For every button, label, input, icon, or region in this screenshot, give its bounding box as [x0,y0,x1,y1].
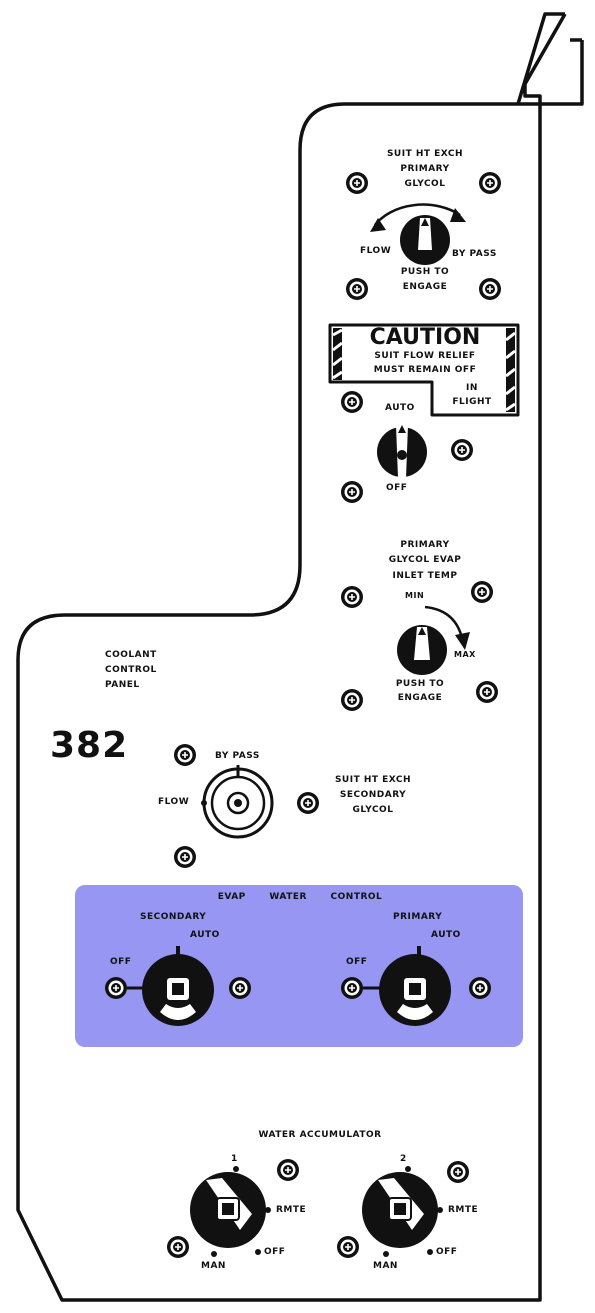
water-accumulator-2-off-label: OFF [436,1247,458,1257]
evap-primary-auto-label: AUTO [431,930,461,940]
caution-line-1: SUIT FLOW RELIEF [374,351,476,361]
evap-primary-knob [363,946,451,1026]
primary-glycol-evap-min-label: MIN [405,591,425,600]
evap-secondary-name: SECONDARY [140,912,207,922]
suit-ht-exch-secondary-flow-label: FLOW [158,797,190,807]
screw [228,976,252,1000]
suit-flow-relief-knob [377,425,427,478]
primary-glycol-evap-max-label: MAX [454,650,476,659]
screw [450,438,474,462]
water-accumulator-2-man-label: MAN [373,1261,398,1271]
evap-secondary-off-label: OFF [110,957,132,967]
screw [475,680,499,704]
panel-number: 382 [50,725,129,766]
suit-ht-exch-secondary-knob [201,765,274,839]
caution-placard [328,323,520,417]
screw [468,976,492,1000]
water-accumulator-1-rmte-label: RMTE [276,1205,307,1215]
panel-title-line-3: PANEL [105,680,140,690]
water-accumulator-knob-2 [362,1166,443,1257]
screw [336,1235,360,1259]
evap-secondary-knob [127,946,214,1026]
water-accumulator-title: WATER ACCUMULATOR [258,1130,382,1140]
screw [166,1235,190,1259]
screw [470,580,494,604]
screw [173,845,197,869]
screw [296,791,320,815]
evap-highlight-box [75,885,523,1047]
suit-flow-relief-auto-label: AUTO [385,403,415,413]
evap-primary-name: PRIMARY [393,912,443,922]
screw [340,688,364,712]
caution-title: CAUTION [369,325,481,350]
suit-ht-exch-primary-knob [370,203,466,265]
water-accumulator-1-number: 1 [231,1154,238,1164]
evap-secondary-auto-label: AUTO [190,930,220,940]
screw [173,743,197,767]
screw [340,390,364,414]
suit-ht-exch-primary-push-1: PUSH TO [400,267,450,277]
suit-ht-exch-primary-line-2: PRIMARY [400,164,450,174]
screw [345,277,369,301]
water-accumulator-1-off-label: OFF [264,1247,286,1257]
screw [340,585,364,609]
water-accumulator-1-man-label: MAN [201,1261,226,1271]
primary-glycol-evap-push-1: PUSH TO [395,679,445,689]
screw [276,1158,300,1182]
panel-title-line-1: COOLANT [105,650,157,660]
suit-ht-exch-primary-flow-label: FLOW [360,246,392,256]
suit-ht-exch-primary-line-3: GLYCOL [404,179,446,189]
suit-ht-exch-primary-line-1: SUIT HT EXCH [386,149,464,159]
panel-outline [16,12,584,1302]
suit-ht-exch-secondary-line-1: SUIT HT EXCH [334,775,412,785]
water-accumulator-2-number: 2 [400,1154,407,1164]
suit-ht-exch-secondary-line-2: SECONDARY [339,790,407,800]
suit-ht-exch-secondary-bypass-label: BY PASS [215,751,260,761]
screw [104,976,128,1000]
suit-ht-exch-secondary-line-3: GLYCOL [352,805,394,815]
screw [340,480,364,504]
screw [478,277,502,301]
water-accumulator-knob-1 [190,1166,271,1257]
water-accumulator-2-rmte-label: RMTE [448,1205,479,1215]
suit-flow-relief-off-label: OFF [386,483,408,493]
screw [446,1160,470,1184]
primary-glycol-evap-push-2: ENGAGE [397,693,443,703]
caution-line-3: IN [466,383,478,393]
caution-line-2: MUST REMAIN OFF [373,365,477,375]
evap-primary-off-label: OFF [346,957,368,967]
evap-water-control-title: EVAP WATER CONTROL [217,892,383,902]
screw [340,976,364,1000]
primary-glycol-evap-line-1: PRIMARY [400,540,450,550]
suit-ht-exch-primary-bypass-label: BY PASS [452,249,497,259]
primary-glycol-evap-line-2: GLYCOL EVAP [388,555,462,565]
caution-line-4: FLIGHT [452,397,492,407]
primary-glycol-evap-line-3: INLET TEMP [392,571,458,581]
suit-ht-exch-primary-push-2: ENGAGE [402,282,448,292]
panel-title-line-2: CONTROL [105,665,157,675]
primary-glycol-evap-inlet-temp-knob [397,605,470,675]
